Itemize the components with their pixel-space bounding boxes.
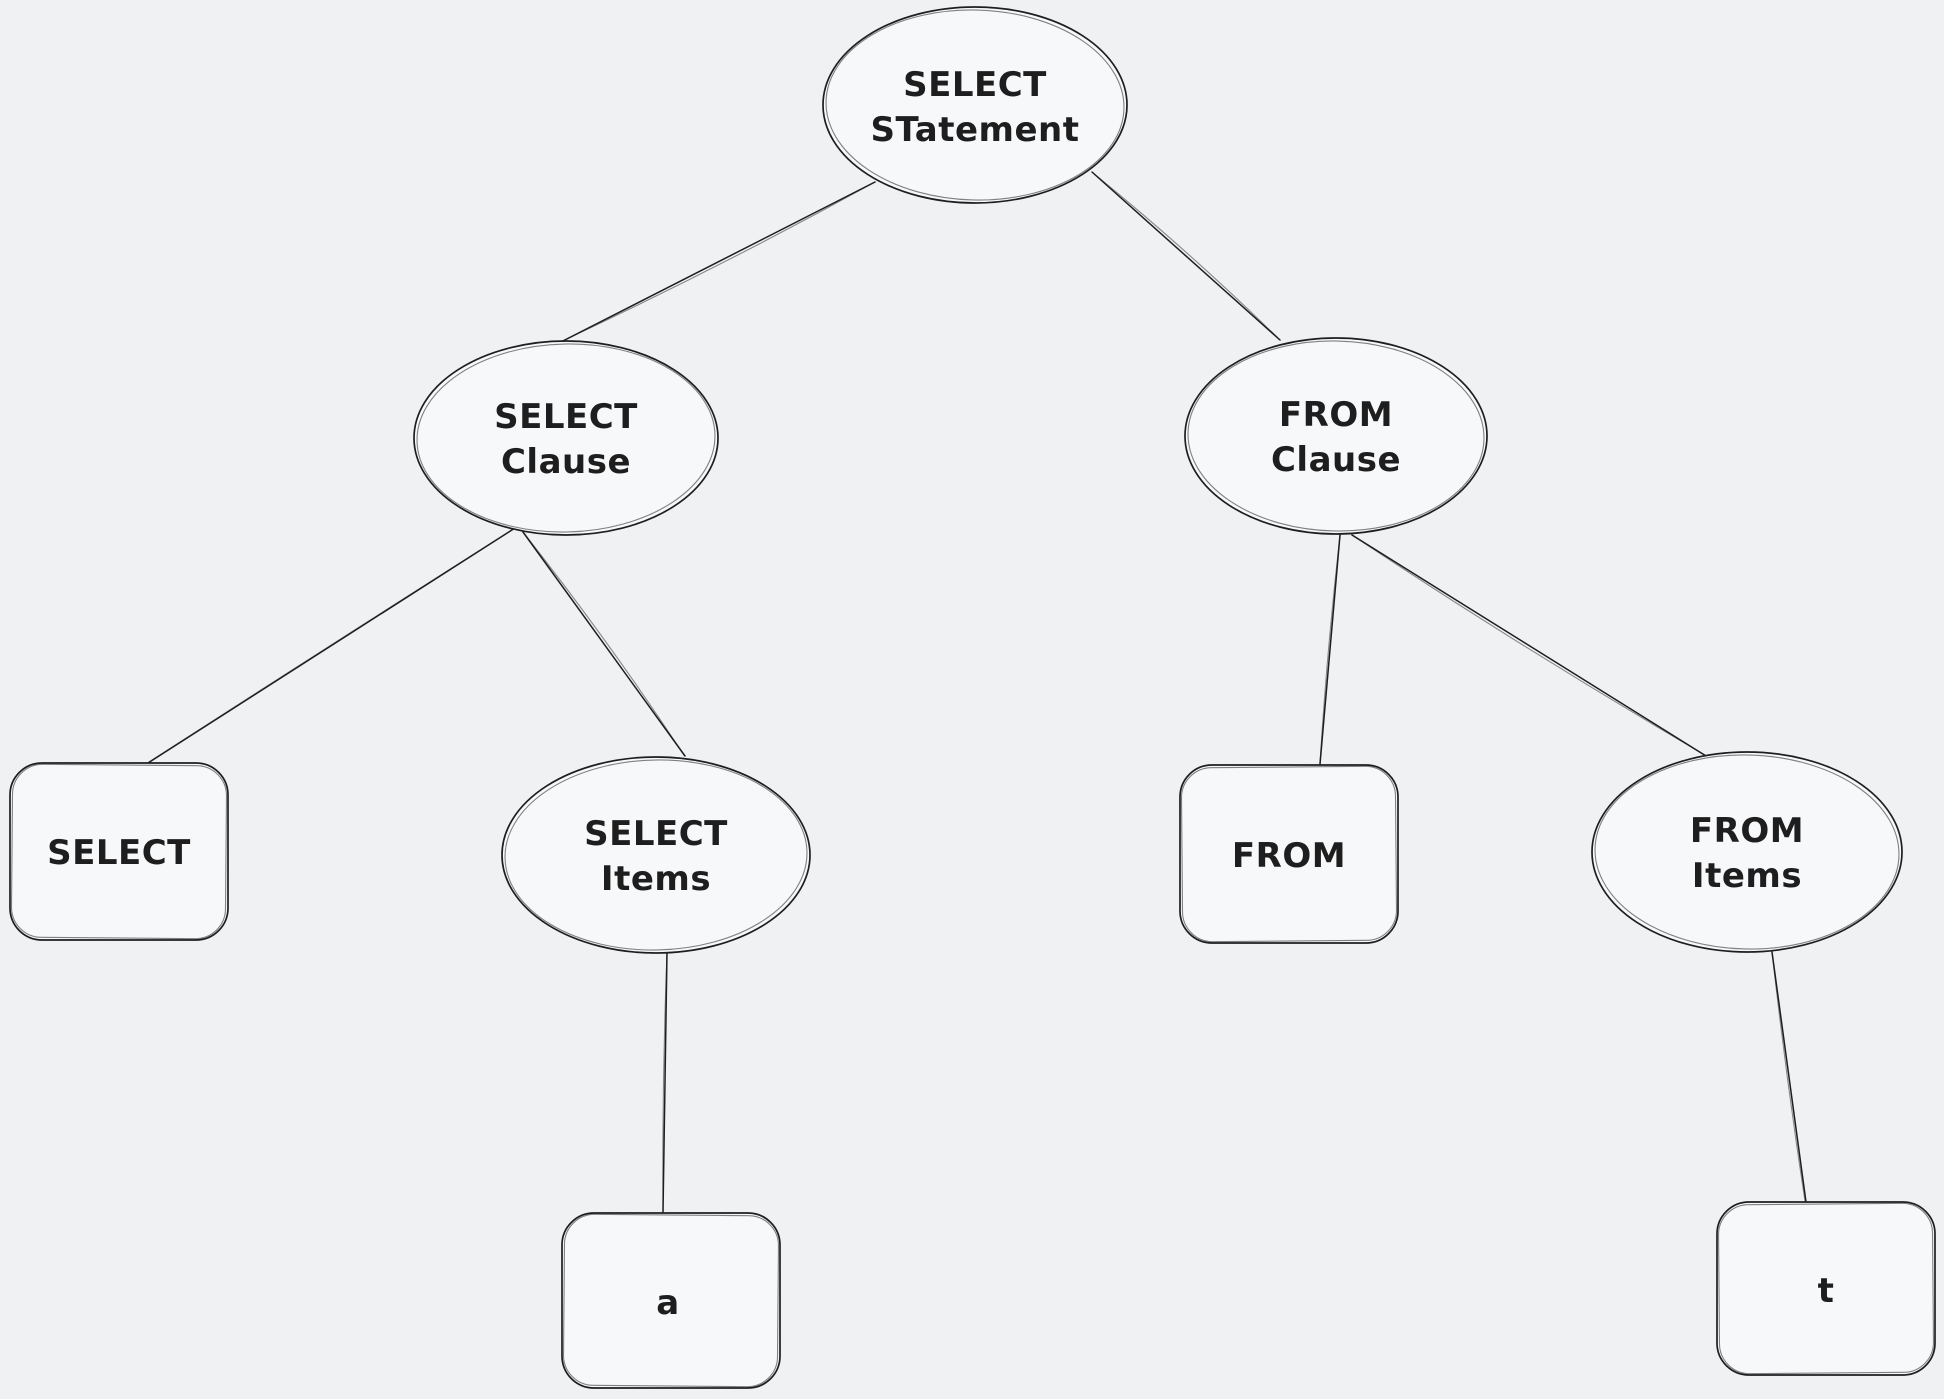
node-select-items: SELECT Items [501,756,811,954]
node-from-items: FROM Items [1591,751,1903,953]
edge-select-clause-select-keyword [147,527,516,764]
node-from-item-t: t [1716,1201,1936,1376]
node-label-line: SELECT [47,833,191,873]
node-label-line: SELECT [494,397,638,437]
node-label-line: FROM [1232,836,1346,876]
edges [147,171,1807,1213]
node-label-line: FROM [1279,395,1393,435]
node-label-line: Clause [1271,440,1401,480]
node-label-line: Clause [501,442,631,482]
edge-select-statement-from-clause [1091,171,1281,341]
node-label-line: SELECT [903,65,1047,105]
node-label-line: STatement [871,110,1080,150]
node-label-line: Items [1692,856,1802,896]
node-label-line: a [656,1283,679,1323]
node-select-statement: SELECT STatement [822,6,1128,204]
edge-from-clause-from-items [1351,534,1707,757]
edge-select-statement-select-clause [554,181,876,346]
node-from-clause: FROM Clause [1184,337,1488,535]
edge-from-items-from-item-t [1771,951,1807,1203]
node-from-keyword: FROM [1179,764,1399,944]
edge-from-clause-from-keyword [1319,534,1341,765]
node-label-line: FROM [1690,811,1804,851]
edge-select-clause-select-items [522,531,686,757]
edge-select-items-select-item-a [662,951,668,1213]
node-label-line: SELECT [584,814,728,854]
node-label-line: Items [601,859,711,899]
node-select-item-a: a [561,1212,781,1389]
node-select-keyword: SELECT [9,762,229,941]
node-select-clause: SELECT Clause [413,340,719,536]
node-label-line: t [1818,1271,1835,1311]
